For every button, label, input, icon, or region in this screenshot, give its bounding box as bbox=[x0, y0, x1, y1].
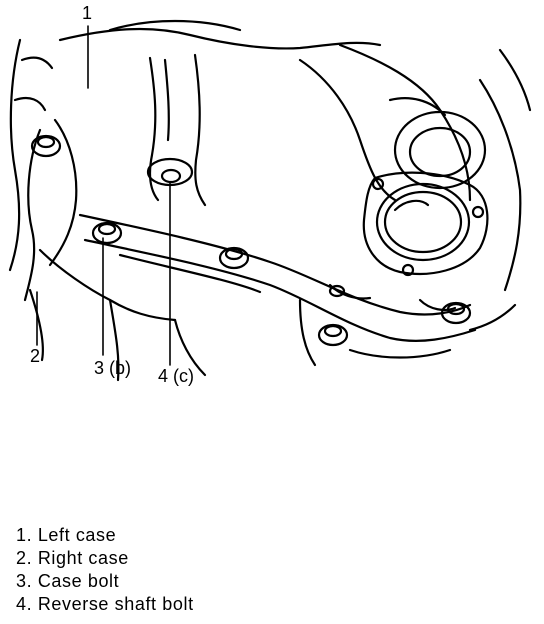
left-case-flange bbox=[48, 118, 78, 267]
callout-left-case: 1 bbox=[82, 3, 93, 23]
case-top-outline bbox=[58, 27, 382, 50]
callout-case-bolt: 3 (b) bbox=[94, 358, 132, 378]
center-rib-right bbox=[193, 53, 207, 207]
legend-item-right-case: 2. Right case bbox=[16, 548, 129, 568]
parts-legend: 1. Left case 2. Right case 3. Case bolt … bbox=[16, 524, 194, 616]
retainer-screw-3 bbox=[401, 263, 415, 277]
case-top-outline-2 bbox=[108, 19, 242, 32]
retainer-screw-1 bbox=[371, 177, 385, 191]
case-bolt-right bbox=[440, 301, 472, 325]
retainer-seal-inner bbox=[383, 190, 463, 254]
upper-bearing-bore bbox=[393, 110, 487, 190]
case-bolt-lower bbox=[317, 323, 349, 347]
joint-rib-top bbox=[78, 213, 472, 316]
callout-reverse-shaft-bolt: 4 (c) bbox=[158, 366, 194, 386]
case-bolt-b bbox=[91, 221, 123, 245]
left-case-inner bbox=[23, 128, 42, 302]
case-bolt-center bbox=[218, 246, 250, 270]
retainer-seal-outer bbox=[375, 182, 471, 262]
retainer-flange bbox=[362, 171, 489, 276]
reverse-shaft-bolt bbox=[160, 168, 182, 184]
retainer-screw-2 bbox=[471, 205, 485, 219]
lower-flange bbox=[38, 248, 177, 322]
callout-right-case: 2 bbox=[30, 346, 41, 366]
transmission-case-diagram bbox=[8, 19, 532, 382]
joint-rib-bottom bbox=[83, 238, 477, 342]
legend-item-left-case: 1. Left case bbox=[16, 525, 117, 545]
legend-item-case-bolt: 3. Case bolt bbox=[16, 571, 120, 591]
right-housing-outline bbox=[298, 58, 397, 202]
legend-item-reverse-shaft-bolt: 4. Reverse shaft bolt bbox=[16, 594, 194, 614]
left-case-outline bbox=[8, 38, 22, 272]
center-rib-left bbox=[148, 56, 160, 202]
case-bolt-upper-left bbox=[30, 134, 62, 158]
